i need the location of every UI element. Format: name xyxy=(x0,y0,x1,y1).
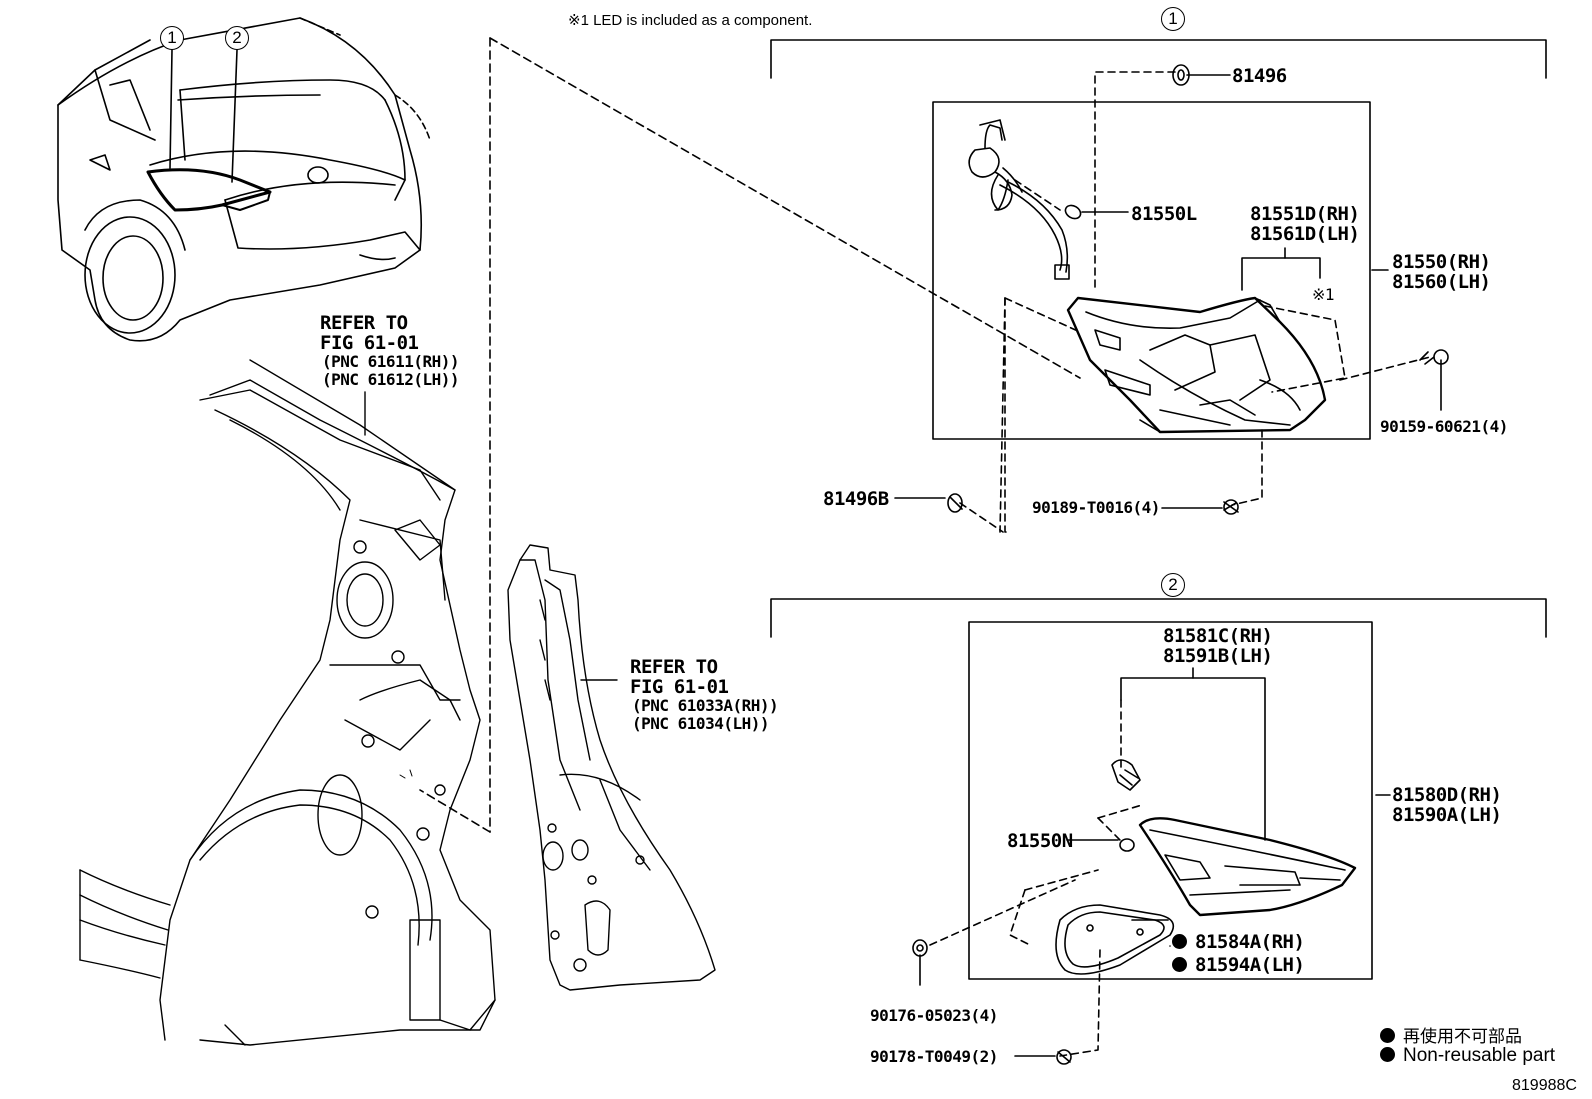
group1-leaders xyxy=(894,74,1442,509)
screw-90159 xyxy=(1419,349,1449,365)
refer1-line1: REFER TO xyxy=(320,312,408,334)
refer2-line1: REFER TO xyxy=(630,656,718,678)
part-81496b: 81496B xyxy=(823,488,889,510)
back-door-lamp-81580D xyxy=(1138,817,1357,917)
tail-lamp-81550 xyxy=(1066,296,1327,434)
legend-dot xyxy=(1380,1028,1395,1043)
group1-bracket xyxy=(770,39,1547,79)
part-81581C: 81581C(RH) xyxy=(1163,625,1273,647)
part-90189: 90189-T0016(4) xyxy=(1032,498,1160,517)
legend-en: Non-reusable part xyxy=(1380,1045,1555,1067)
socket-wire-81550L xyxy=(968,119,1082,280)
part-81584A: 81584A(RH) xyxy=(1172,931,1305,953)
legend-jp-text: 再使用不可部品 xyxy=(1403,1027,1522,1046)
car-marker-2: 2 xyxy=(225,26,249,50)
gasket-81584A xyxy=(1055,904,1175,975)
rear-pillar-illustration xyxy=(507,544,716,991)
refer1-line4: (PNC 61612(LH)) xyxy=(322,370,460,389)
part-90176: 90176-05023(4) xyxy=(870,1006,998,1025)
refer2-line3: (PNC 61033A(RH)) xyxy=(632,696,779,715)
part-81560-lh: 81560(LH) xyxy=(1392,271,1491,293)
nut-81496b xyxy=(947,493,963,513)
non-reusable-dot xyxy=(1172,934,1187,949)
socket-81550N xyxy=(1111,759,1141,852)
group2-marker: 2 xyxy=(1161,573,1185,597)
part-81496: 81496 xyxy=(1232,65,1287,87)
quarter-panel-illustration xyxy=(79,359,496,1046)
part-81550-rh: 81550(RH) xyxy=(1392,251,1491,273)
refer1-line2: FIG 61-01 xyxy=(320,332,419,354)
group1-box xyxy=(932,101,1371,440)
part-81594A: 81594A(LH) xyxy=(1172,954,1305,976)
legend-dot xyxy=(1380,1047,1395,1062)
part-81584A-text: 81584A(RH) xyxy=(1195,931,1305,953)
dashed-leaders xyxy=(419,37,1081,833)
led-note: ※1 LED is included as a component. xyxy=(568,12,813,29)
legend-en-text: Non-reusable part xyxy=(1403,1045,1556,1066)
part-90178: 90178-T0049(2) xyxy=(870,1047,998,1066)
group1-marker: 1 xyxy=(1161,7,1185,31)
part-81594A-text: 81594A(LH) xyxy=(1195,954,1305,976)
car-marker-1: 1 xyxy=(160,26,184,50)
led-mark: ※1 xyxy=(1312,285,1335,304)
group2-box xyxy=(968,621,1373,980)
group1-dashed xyxy=(959,71,1431,533)
screw-90178 xyxy=(1056,1049,1072,1065)
part-81551D: 81551D(RH) xyxy=(1250,203,1360,225)
part-81580D: 81580D(RH) xyxy=(1392,784,1502,806)
car-rear-illustration xyxy=(57,17,431,342)
group2-bracket xyxy=(770,598,1547,638)
part-81590A: 81590A(LH) xyxy=(1392,804,1502,826)
nut-90176 xyxy=(912,939,928,957)
refer2-line2: FIG 61-01 xyxy=(630,676,729,698)
part-81591B: 81591B(LH) xyxy=(1163,645,1273,667)
grommet-81496 xyxy=(1172,64,1190,86)
group2-leaders xyxy=(919,667,1391,1057)
legend-jp: 再使用不可部品 xyxy=(1380,1022,1522,1047)
part-81550N: 81550N xyxy=(1007,830,1073,852)
part-81561D: 81561D(LH) xyxy=(1250,223,1360,245)
screw-90189 xyxy=(1223,499,1239,515)
part-90159: 90159-60621(4) xyxy=(1380,417,1508,436)
refer1-line3: (PNC 61611(RH)) xyxy=(322,352,460,371)
refer2-line4: (PNC 61034(LH)) xyxy=(632,714,770,733)
diagram-code: 819988C xyxy=(1512,1077,1577,1094)
part-81550L: 81550L xyxy=(1131,203,1197,225)
group2-dashed xyxy=(929,699,1143,1057)
non-reusable-dot xyxy=(1172,957,1187,972)
